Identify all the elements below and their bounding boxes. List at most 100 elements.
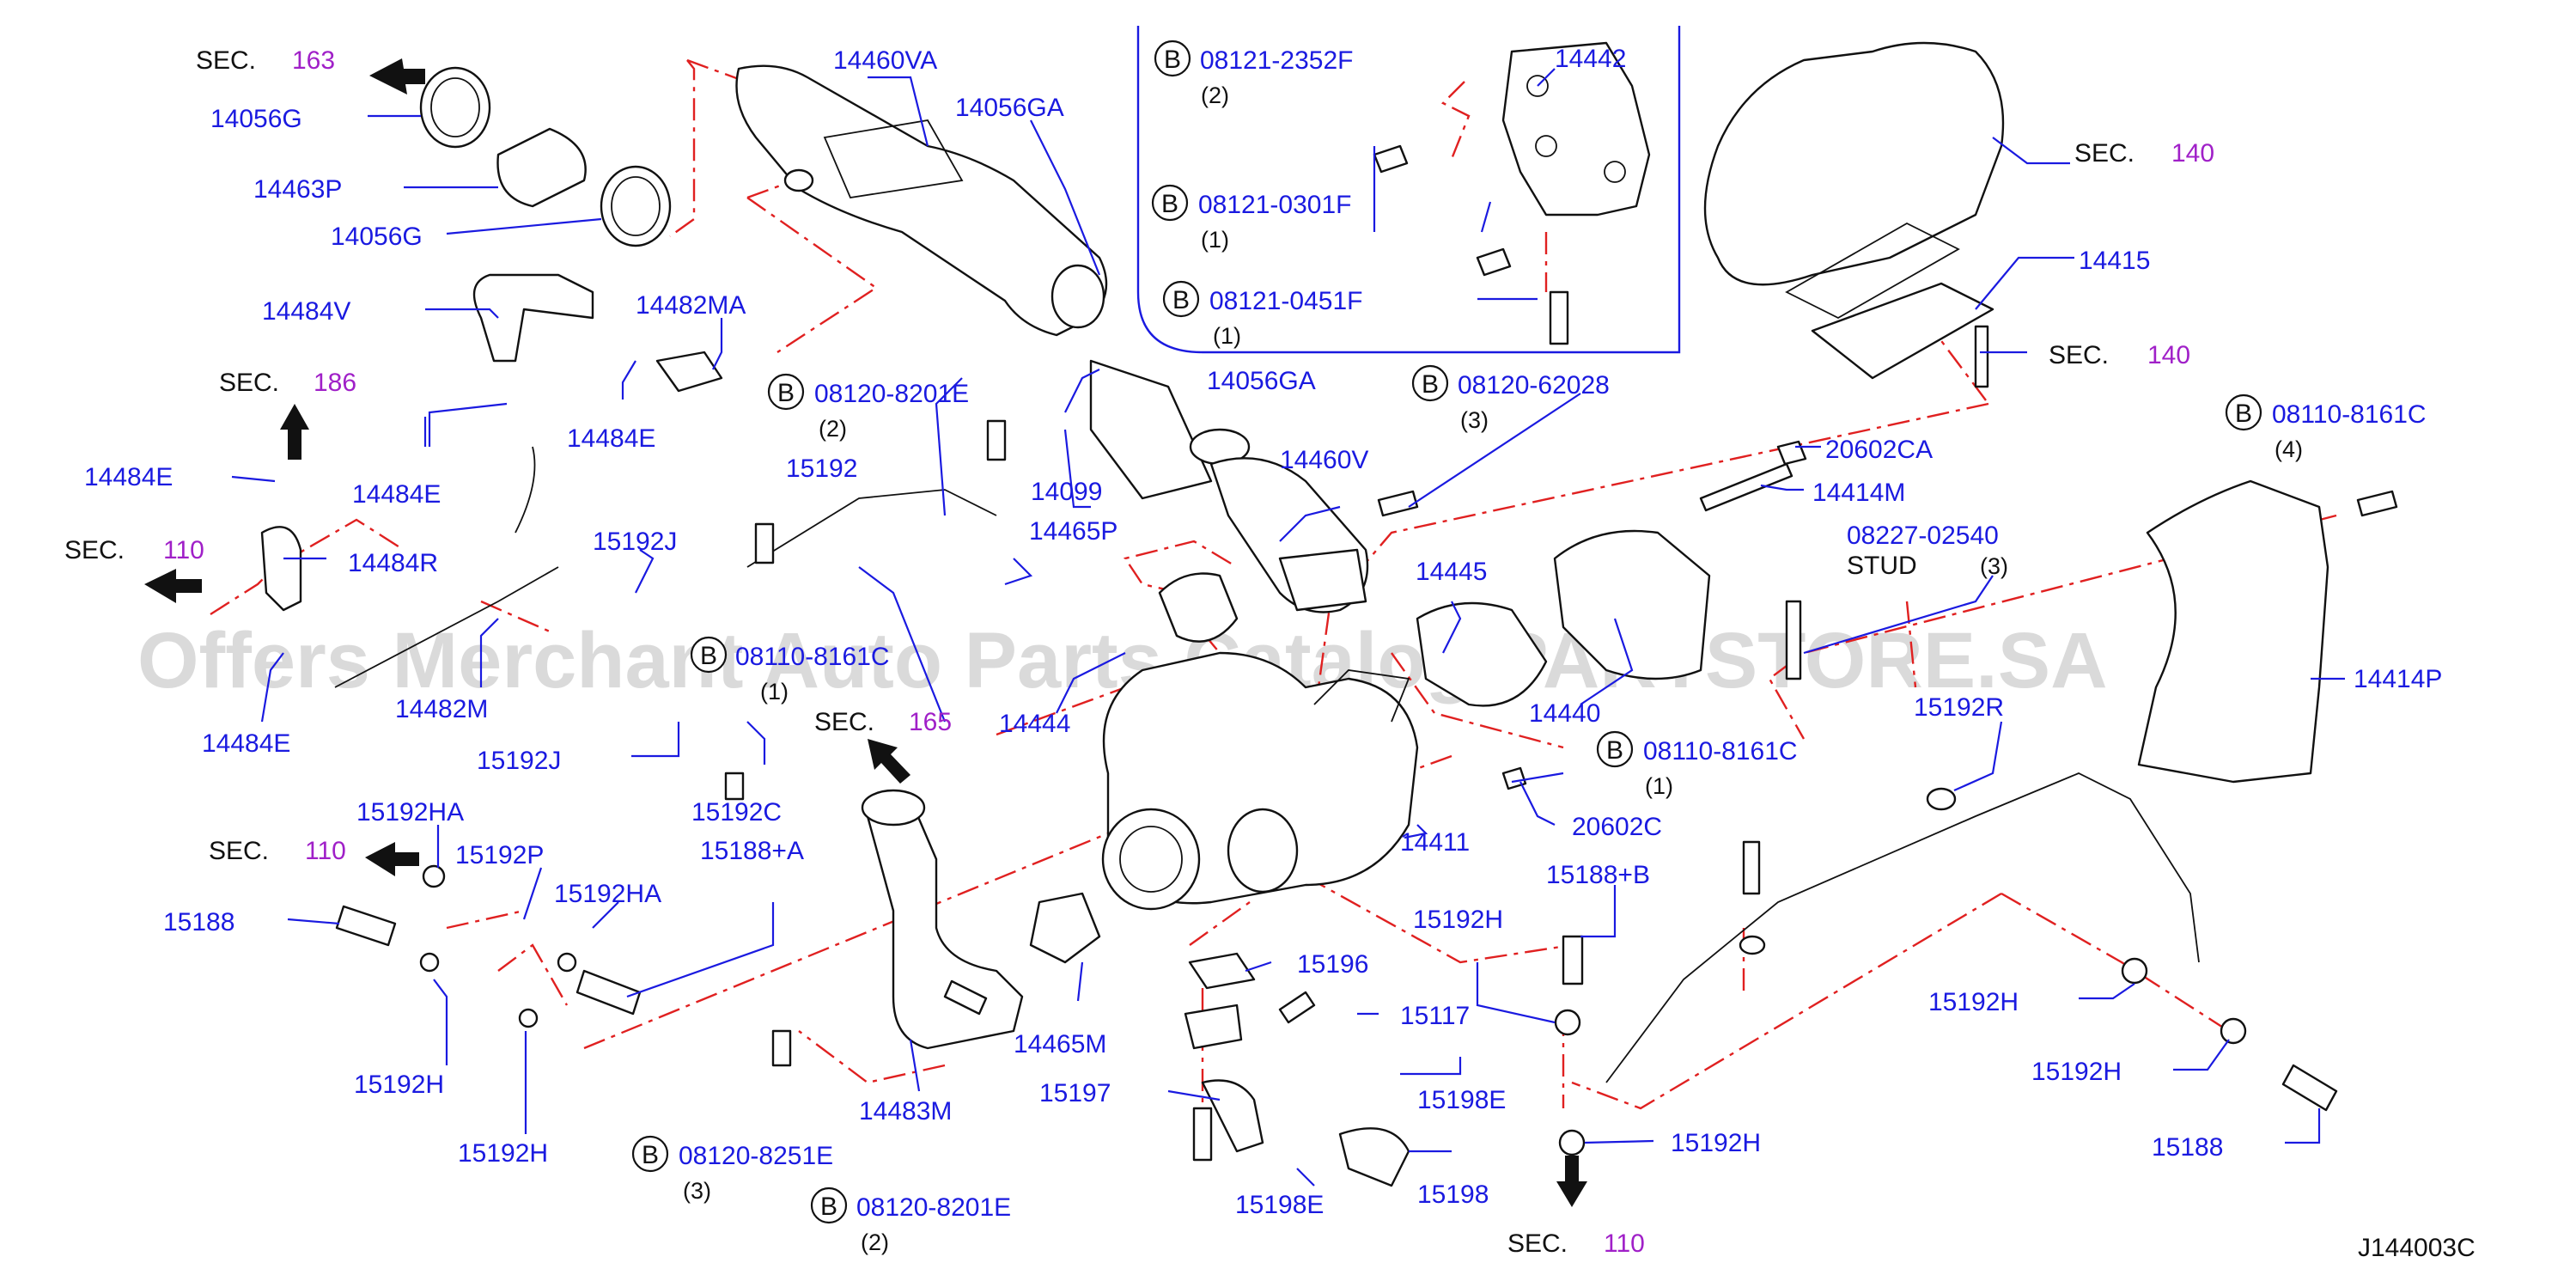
bolt-marker-letter: B (777, 379, 795, 407)
sec-186-number: 186 (314, 369, 356, 397)
part-label[interactable]: 15192HA (554, 880, 661, 908)
sec-110c-number: 110 (1604, 1229, 1645, 1258)
part-label[interactable]: 14099 (1031, 478, 1102, 506)
sec-110b-prefix: SEC. (209, 837, 269, 865)
bolt-label[interactable]: 08110-8161C (2272, 400, 2427, 429)
part-label[interactable]: 14056G (331, 223, 423, 251)
part-label[interactable]: 15198E (1417, 1086, 1506, 1114)
part-label[interactable]: 15188+A (700, 837, 804, 865)
part-label[interactable]: 14484E (202, 729, 290, 758)
bolt-qty: (1) (760, 679, 789, 705)
part-label[interactable]: 15198E (1235, 1191, 1324, 1219)
diagram-code: J144003C (2358, 1234, 2476, 1262)
part-label[interactable]: 14465M (1014, 1030, 1106, 1058)
section-labels: SEC. 163 SEC. 186 SEC. 110 SEC. 165 SEC.… (64, 46, 2214, 1258)
part-label[interactable]: 14484E (567, 424, 655, 453)
part-label[interactable]: 14056G (210, 105, 302, 133)
bolt-marker-icon (1162, 280, 1200, 318)
bolt-label[interactable]: 08120-8201E (814, 380, 969, 408)
part-label[interactable]: 15192H (2031, 1058, 2122, 1086)
parts-artwork (260, 41, 2398, 1187)
part-label[interactable]: 15192 (786, 454, 857, 483)
stud-qty: (3) (1980, 553, 2008, 579)
intake-hose-shape (1089, 359, 1213, 500)
part-label[interactable]: 15188 (2152, 1133, 2223, 1162)
bolt-label[interactable]: 08120-8201E (856, 1193, 1011, 1222)
part-label[interactable]: 15196 (1297, 950, 1368, 979)
part-label[interactable]: 15192P (455, 841, 544, 869)
arrow-sec163-icon (369, 58, 425, 95)
bolt-label[interactable]: 08110-8161C (735, 643, 890, 671)
bolt-label[interactable]: 08120-62028 (1458, 371, 1610, 400)
part-label[interactable]: 14484V (262, 297, 350, 326)
gasket-14445-shape (1416, 601, 1548, 707)
part-label[interactable]: 14056GA (1207, 367, 1316, 395)
part-label[interactable]: 14483M (859, 1097, 952, 1126)
bolt-qty: (1) (1201, 227, 1229, 253)
part-label[interactable]: 14445 (1416, 558, 1487, 586)
section-arrows (144, 58, 1587, 1207)
leader-lines (231, 68, 2345, 1187)
hose-15197-shape (1201, 1079, 1264, 1153)
part-label[interactable]: 14460V (1280, 446, 1368, 474)
sec-163-prefix: SEC. (196, 46, 256, 75)
part-label[interactable]: 14465P (1029, 517, 1117, 546)
part-label[interactable]: 14444 (999, 710, 1070, 738)
sec-110c-prefix: SEC. (1507, 1229, 1568, 1258)
gasket-14415-shape (1811, 282, 1994, 380)
bolt-marker-letter: B (700, 642, 717, 670)
bolt-label[interactable]: 08121-0301F (1198, 191, 1351, 219)
part-label[interactable]: 15192H (1928, 988, 2019, 1016)
part-label[interactable]: 15192C (691, 798, 782, 827)
part-label[interactable]: 15188 (163, 908, 234, 936)
part-label[interactable]: 08227-02540 (1847, 522, 1999, 550)
sec-165-number: 165 (909, 708, 952, 736)
part-label[interactable]: 14484R (348, 549, 438, 577)
part-label[interactable]: 20602CA (1825, 436, 1933, 464)
part-label[interactable]: 14056GA (955, 94, 1064, 122)
bolt-label[interactable]: 08110-8161C (1643, 737, 1798, 766)
bolt-marker-letter: B (1422, 370, 1439, 399)
part-label[interactable]: 15198 (1417, 1180, 1489, 1209)
part-label[interactable]: 15192H (354, 1071, 444, 1099)
bolt-marker-icon (1154, 40, 1191, 77)
part-label[interactable]: 14414P (2354, 665, 2442, 693)
part-label[interactable]: 20602C (1572, 813, 1662, 841)
part-label[interactable]: 15192H (1413, 906, 1503, 934)
part-label[interactable]: 15192HA (356, 798, 464, 827)
bolt-qty: (2) (819, 416, 847, 442)
part-label[interactable]: 14440 (1529, 699, 1600, 728)
part-label[interactable]: 15197 (1039, 1079, 1111, 1107)
part-label[interactable]: 14414M (1812, 479, 1905, 507)
bolt-marker-icon (690, 636, 728, 674)
part-label[interactable]: 15192J (593, 528, 677, 556)
sec-110a-prefix: SEC. (64, 536, 125, 564)
part-label[interactable]: 15192H (1671, 1129, 1761, 1157)
bolt-label[interactable]: 08120-8251E (679, 1142, 833, 1170)
part-label[interactable]: 14415 (2079, 247, 2150, 275)
gasket-14444-shape (1158, 572, 1239, 643)
sec-140b-prefix: SEC. (2049, 341, 2109, 369)
bolt-label[interactable]: 08121-2352F (1200, 46, 1353, 75)
hose-14484R-shape (260, 526, 302, 612)
part-label[interactable]: 15117 (1400, 1002, 1470, 1030)
bolt-label[interactable]: 08121-0451F (1209, 287, 1362, 315)
part-label[interactable]: 14442 (1555, 45, 1626, 73)
part-label[interactable]: 15188+B (1546, 861, 1650, 889)
bolt-marker-icon (2225, 393, 2262, 431)
part-label[interactable]: 14460VA (833, 46, 937, 75)
part-label[interactable]: 15192J (477, 747, 561, 775)
part-label[interactable]: 15192R (1914, 693, 2004, 722)
sec-140b-number: 140 (2147, 341, 2190, 369)
part-label[interactable]: 14484E (352, 480, 441, 509)
part-label[interactable]: 14482MA (636, 291, 746, 320)
part-label[interactable]: 14484E (84, 463, 173, 491)
part-label[interactable]: 14482M (395, 695, 488, 723)
bolt-marker-letter: B (1606, 736, 1623, 765)
part-label[interactable]: 14463P (253, 175, 342, 204)
part-label[interactable]: 14411 (1400, 828, 1470, 857)
bolt-qty: (2) (861, 1229, 889, 1255)
exhaust-manifold-shape (1703, 41, 2005, 286)
part-label[interactable]: 15192H (458, 1139, 548, 1168)
